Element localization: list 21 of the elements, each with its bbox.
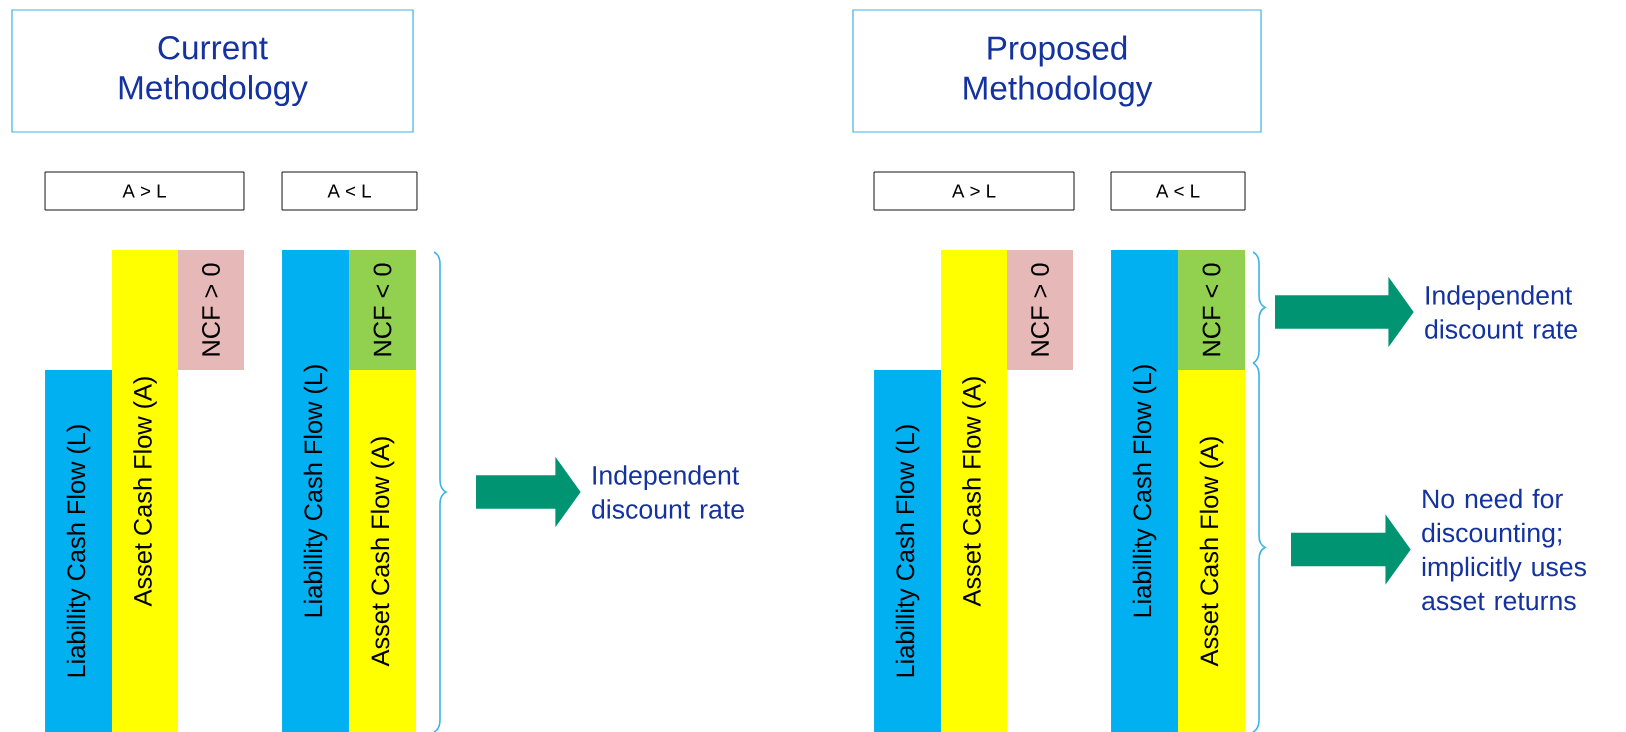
asset-bar: Asset Cash Flow (A) <box>349 370 416 732</box>
liability-bar: Liabillity Cash Flow (L) <box>1111 250 1178 732</box>
net-cash-flow-block: NCF < 0 <box>1178 250 1245 370</box>
net-cash-flow-block: NCF > 0 <box>178 250 244 370</box>
title-box: Proposed Methodology <box>852 9 1262 133</box>
asset-bar: Asset Cash Flow (A) <box>941 250 1007 732</box>
title-box: Current Methodology <box>11 9 414 133</box>
condition-box: A > L <box>873 171 1075 211</box>
liability-bar: Liabillity Cash Flow (L) <box>282 250 349 732</box>
net-cash-flow-block: NCF < 0 <box>349 250 416 370</box>
liability-bar: Liabillity Cash Flow (L) <box>45 370 112 732</box>
result-text: Independent discount rate <box>1425 285 1577 339</box>
asset-bar: Asset Cash Flow (A) <box>112 250 178 732</box>
condition-box: A > L <box>44 171 245 211</box>
asset-bar: Asset Cash Flow (A) <box>1178 370 1245 732</box>
net-cash-flow-block: NCF > 0 <box>1007 250 1073 370</box>
condition-box: A < L <box>1110 171 1246 211</box>
result-text: No need for discounting; implicitly uses asset returns <box>1422 488 1586 611</box>
liability-bar: Liabillity Cash Flow (L) <box>874 370 941 732</box>
condition-box: A < L <box>281 171 418 211</box>
result-text: Independent discount rate <box>592 465 744 519</box>
